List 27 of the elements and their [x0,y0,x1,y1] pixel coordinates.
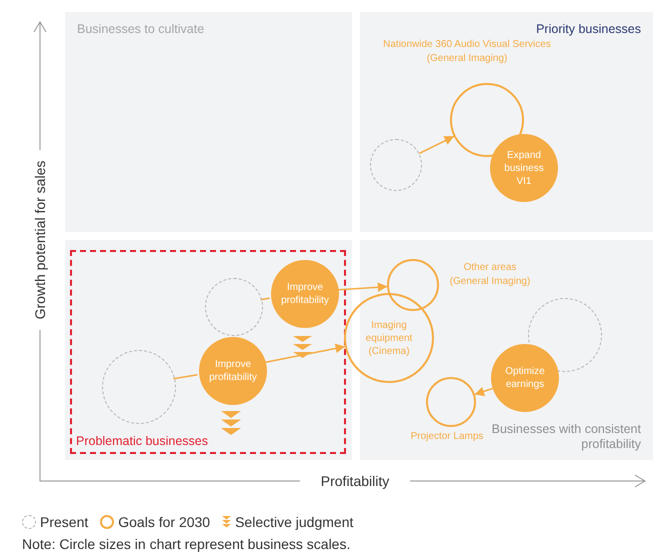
goal-circle [344,293,434,383]
circle-label: Imaging equipment (Cinema) [364,318,414,358]
circle-label: Nationwide 360 Audio Visual Services (General Imaging) [382,38,552,66]
dashed-circle [370,139,422,191]
legend-label: Selective judgment [235,514,354,530]
circle-label: Optimize earnings [504,365,546,391]
quadrant-panel [360,240,653,460]
circle-label: Projector Lamps [410,430,484,444]
quadrant-panel [360,12,653,232]
note-text: Note: Circle sizes in chart represent business scales. [22,536,350,552]
circle-label: Expand business VI1 [503,148,545,188]
dashed-circle [205,278,263,336]
quadrant-label: Businesses with consistent profitability [491,422,641,452]
legend-label: Goals for 2030 [118,514,210,530]
arrow [336,282,388,292]
quadrant-label: Businesses to cultivate [77,22,204,37]
quadrant-label: Priority businesses [536,22,641,37]
arrow [418,136,454,154]
arrow [264,344,346,364]
dashed-circle [102,350,176,424]
circle-label: Improve profitability [208,358,258,384]
circle-label: Improve profitability [280,281,330,307]
quadrant-label: Problematic businesses [76,434,208,449]
circle-label: Other areas (General Imaging) [448,261,532,289]
arrow [474,386,493,396]
axis-label: Profitability [320,473,390,489]
legend-label: Present [40,514,88,530]
